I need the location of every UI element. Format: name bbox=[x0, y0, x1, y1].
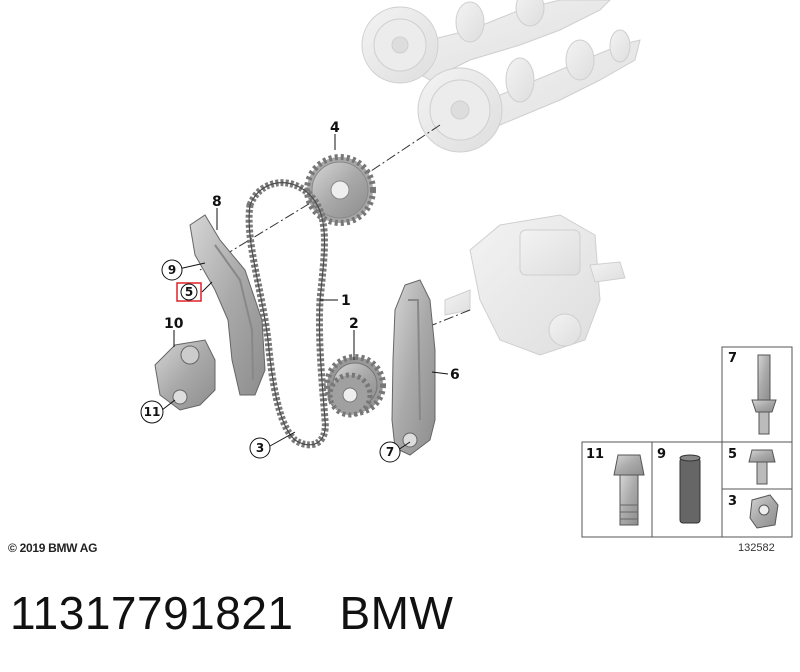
callout-4: 4 bbox=[330, 120, 340, 136]
callout-5-circle bbox=[180, 283, 198, 301]
callouts: 4 8 9 5 10 11 1 2 3 6 7 bbox=[140, 120, 460, 463]
callout-2: 2 bbox=[349, 316, 359, 332]
callout-5: 5 bbox=[185, 285, 193, 299]
nut-3-icon bbox=[749, 494, 779, 529]
callout-9: 9 bbox=[168, 263, 176, 277]
callout-9-circle bbox=[161, 259, 183, 281]
copyright-notice: © 2019 BMW AG bbox=[8, 541, 98, 555]
grid-label-5: 5 bbox=[728, 447, 737, 462]
callout-3: 3 bbox=[256, 441, 264, 455]
part-number: 11317791821 bbox=[10, 587, 294, 639]
chain-tensioner bbox=[154, 339, 216, 411]
crankshaft-sprocket bbox=[324, 354, 386, 418]
illustration-number: 132582 bbox=[738, 542, 775, 554]
callout-8: 8 bbox=[212, 194, 222, 210]
callout-3-circle bbox=[249, 437, 271, 459]
callout-10: 10 bbox=[164, 316, 184, 332]
bolt-11-icon bbox=[613, 454, 645, 526]
exploded-parts-diagram: 4 8 9 5 10 11 1 2 3 6 7 7 11 9 5 3 bbox=[140, 0, 793, 538]
callout-11-circle bbox=[140, 400, 164, 424]
grid-label-3: 3 bbox=[728, 494, 737, 509]
callout-7: 7 bbox=[386, 445, 394, 459]
callout-7-circle bbox=[379, 441, 401, 463]
callout-11: 11 bbox=[144, 405, 161, 419]
camshaft-lower bbox=[417, 29, 641, 153]
bolt-7-icon bbox=[751, 354, 777, 435]
camshaft-sprocket bbox=[304, 154, 376, 226]
guide-rail bbox=[391, 279, 436, 456]
grid-label-7: 7 bbox=[728, 351, 737, 366]
callout-1: 1 bbox=[341, 293, 351, 309]
grid-label-9: 9 bbox=[657, 447, 666, 462]
timing-chain-inner bbox=[248, 182, 326, 446]
tensioner-rail bbox=[189, 214, 266, 396]
parts-grid-labels: 7 11 9 5 3 bbox=[586, 351, 737, 509]
grid-cell-7 bbox=[721, 346, 793, 443]
leader-lines bbox=[161, 134, 449, 451]
callout-5-highlight bbox=[176, 282, 202, 302]
part-caption: 11317791821 BMW bbox=[10, 586, 453, 640]
grid-label-11: 11 bbox=[586, 447, 604, 462]
brand-name: BMW bbox=[339, 587, 454, 639]
timing-chain bbox=[245, 179, 329, 449]
callout-6: 6 bbox=[450, 367, 460, 383]
camshaft-upper bbox=[361, 0, 611, 84]
screw-5-icon bbox=[748, 449, 776, 485]
high-pressure-pump bbox=[444, 214, 626, 356]
sleeve-9-icon bbox=[679, 454, 701, 524]
